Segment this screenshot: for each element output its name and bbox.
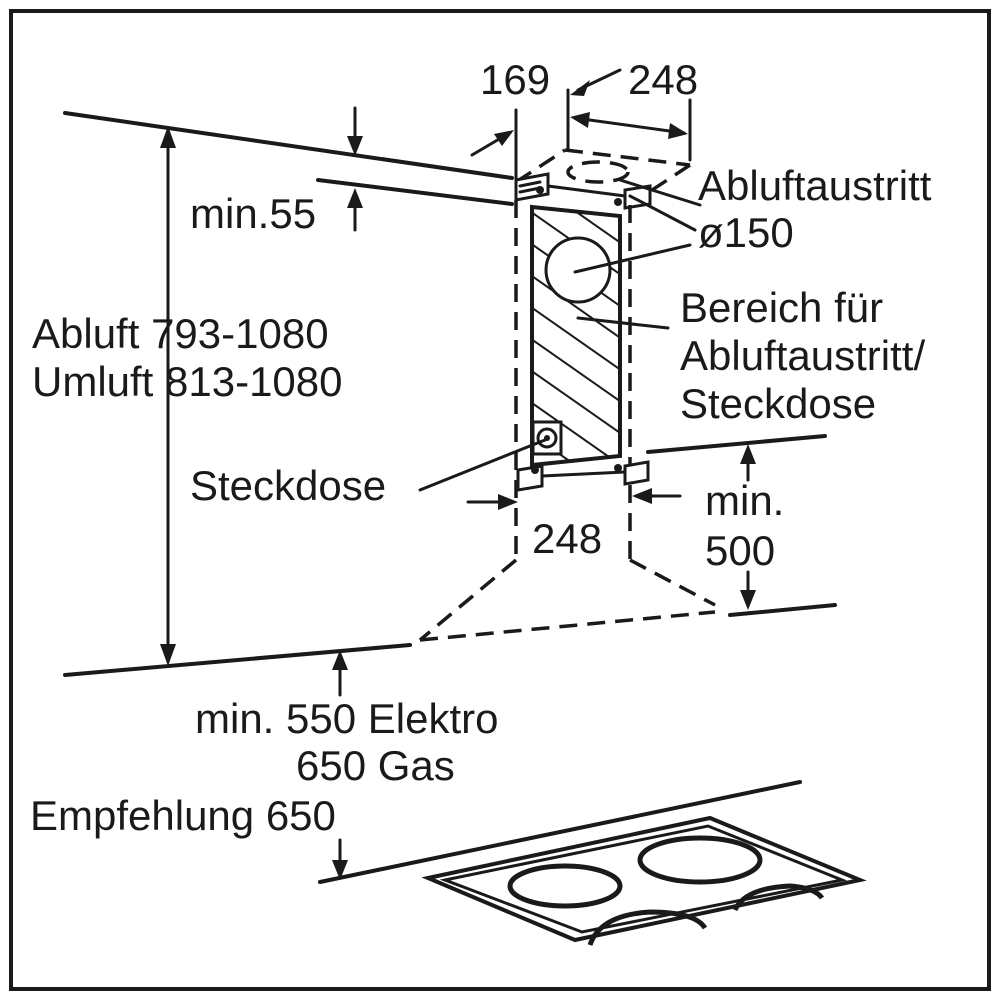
min550-label-line2: 650 Gas xyxy=(296,742,455,789)
empfehlung-label: Empfehlung 650 xyxy=(30,792,336,839)
burner-icon xyxy=(732,883,825,912)
cooktop xyxy=(318,780,867,946)
min550-label-line1: min. 550 Elektro xyxy=(195,695,498,742)
steckdose-label: Steckdose xyxy=(190,462,386,509)
height-dimension xyxy=(160,126,176,666)
leader-lines xyxy=(418,178,702,492)
min500-top-line xyxy=(646,434,827,454)
bereich-label-line3: Steckdose xyxy=(680,380,876,427)
min55-label: min.55 xyxy=(190,190,316,237)
min500-label-line2: 500 xyxy=(705,527,775,574)
min55-dimension xyxy=(347,106,363,232)
ceiling-outlet-dashed xyxy=(515,148,691,200)
min55-reference-line xyxy=(316,178,514,206)
hood-bottom-line xyxy=(63,643,412,677)
min500-bottom-line xyxy=(728,603,837,617)
dim-169-label: 169 xyxy=(480,56,550,103)
bottom-width-dimension xyxy=(466,488,682,510)
top-width-dimension xyxy=(470,68,692,180)
bereich-label-line1: Bereich für xyxy=(680,284,883,331)
burner-icon xyxy=(587,909,708,946)
abluftaustritt-label: Abluftaustritt xyxy=(698,162,932,209)
diameter-label: ø150 xyxy=(698,209,794,256)
umluft-range-label: Umluft 813-1080 xyxy=(32,358,343,405)
min500-dimension xyxy=(740,444,756,610)
socket-icon xyxy=(531,420,563,456)
dim-248-top-label: 248 xyxy=(628,56,698,103)
abluft-range-label: Abluft 793-1080 xyxy=(32,310,329,357)
chimney-dashed-outline xyxy=(418,200,716,642)
burner-icon xyxy=(507,863,623,909)
ceiling-line xyxy=(63,111,514,180)
burner-icon xyxy=(637,835,763,885)
bereich-label-line2: Abluftaustritt/ xyxy=(680,332,925,379)
dim-248-bottom-label: 248 xyxy=(532,515,602,562)
min550-dimension xyxy=(332,650,348,880)
min500-label-line1: min. xyxy=(705,477,784,524)
bottom-mounting-bracket xyxy=(516,460,650,492)
